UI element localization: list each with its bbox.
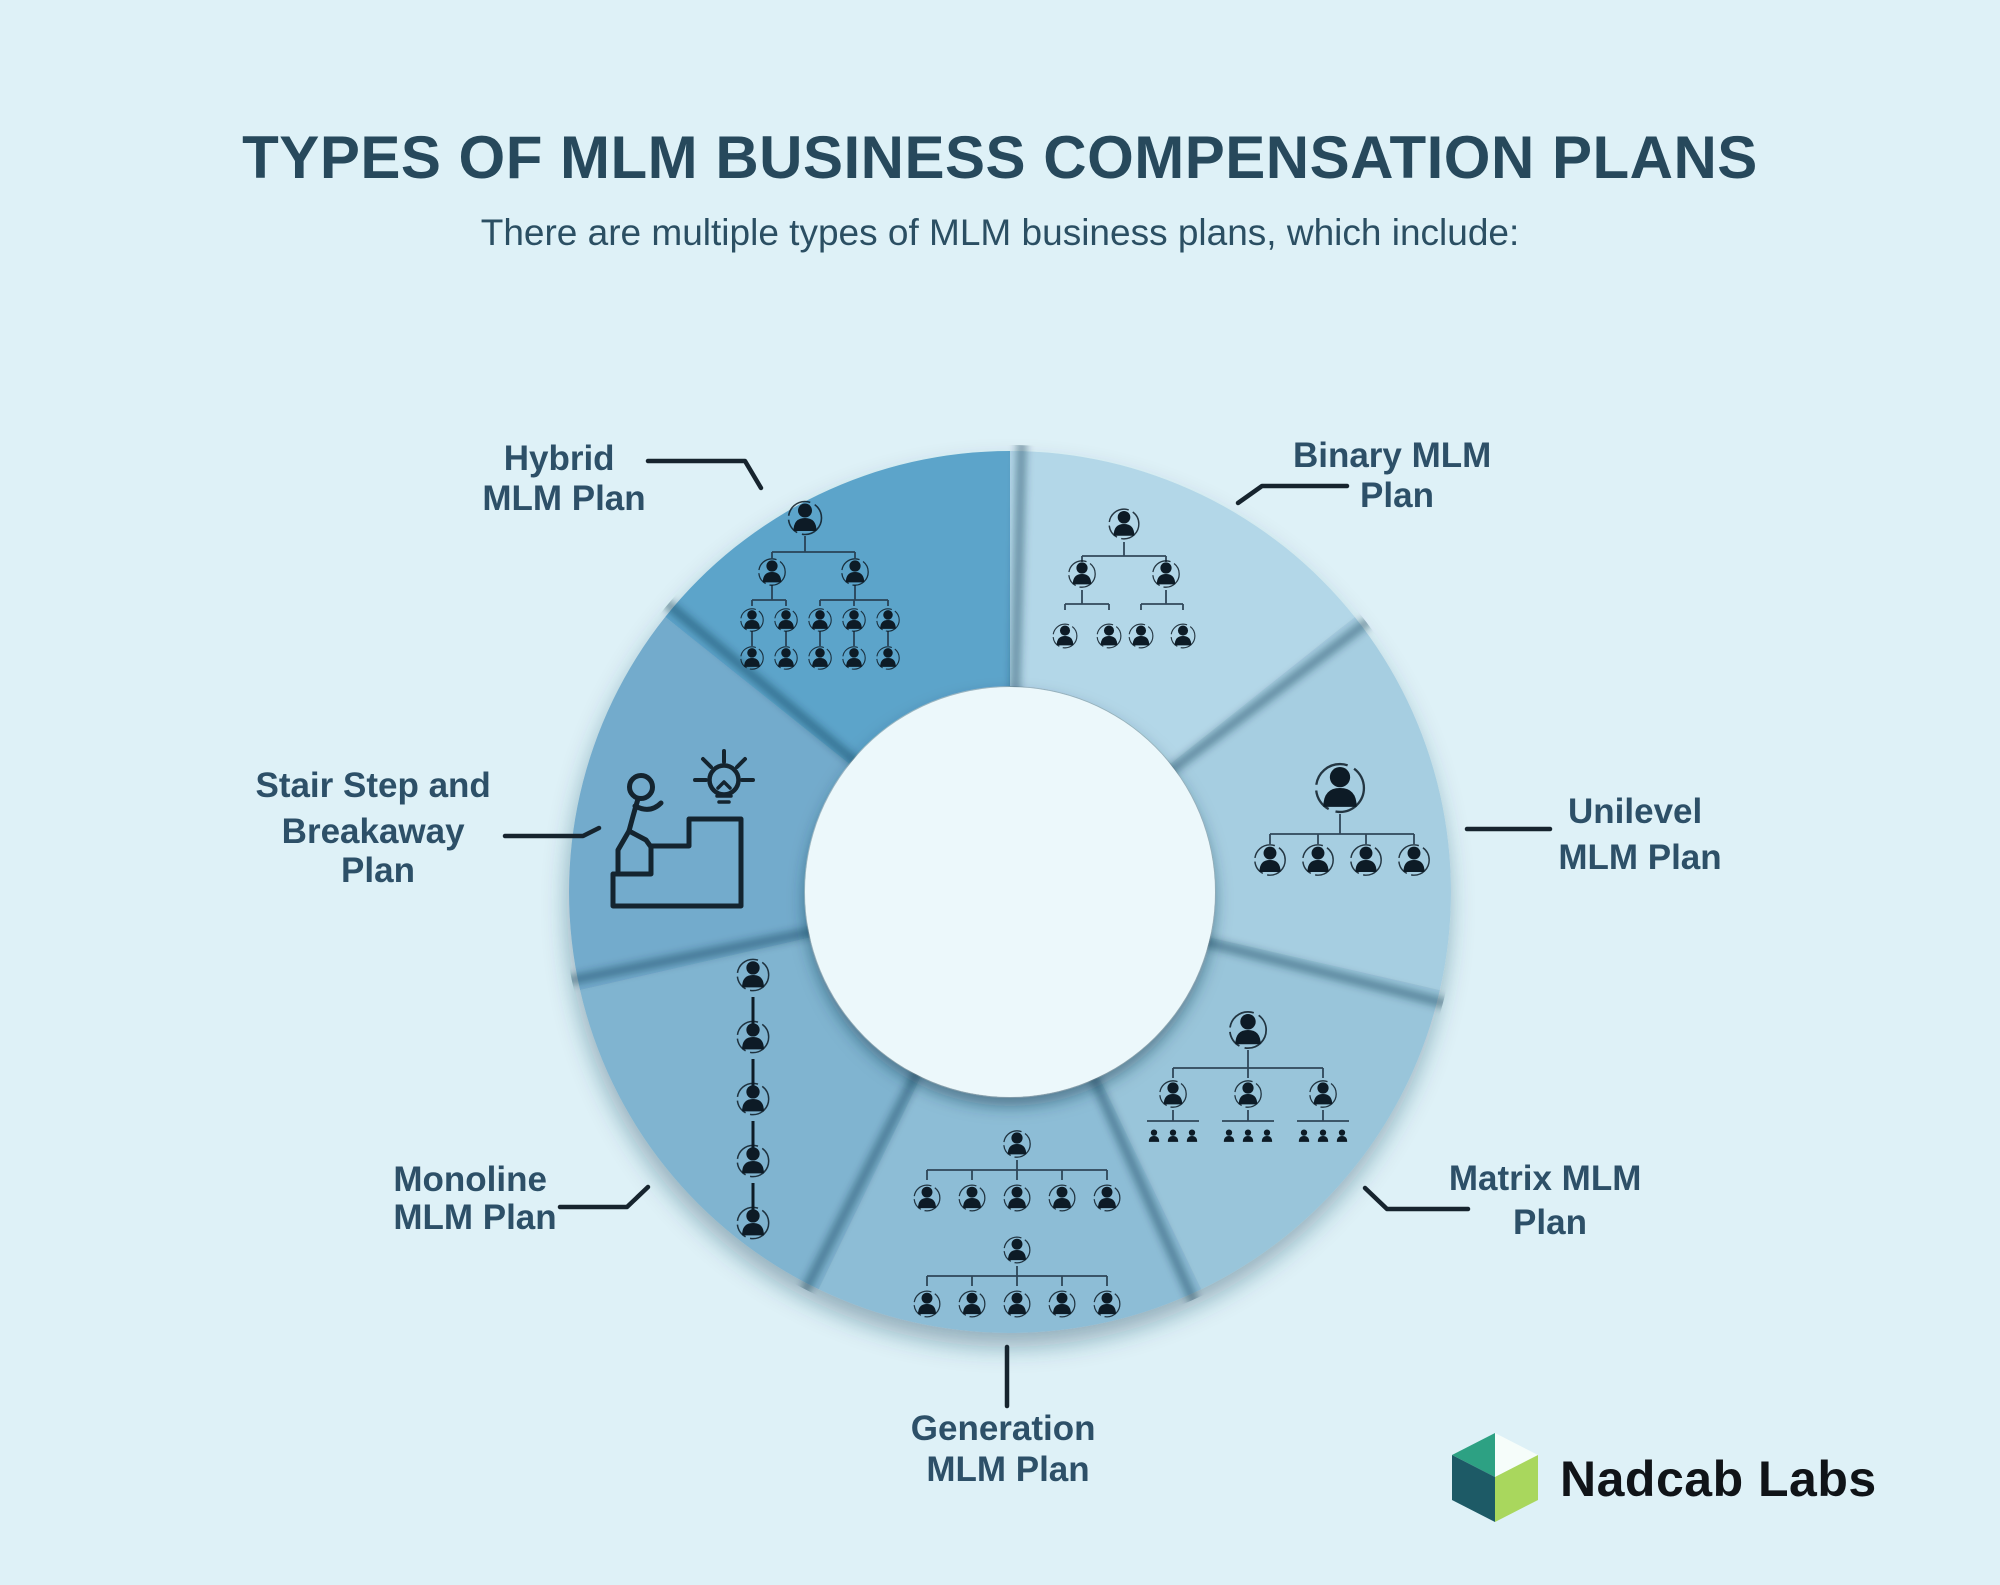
connector-binary [1235, 483, 1350, 506]
stairs-icon [610, 816, 744, 909]
nadcab-logo-icon [1452, 1433, 1538, 1522]
matrix-tree-icon [1147, 1012, 1349, 1142]
segment-unilevel-mlm [1171, 617, 1451, 991]
label-stairstep: Stair Step and Breakaway Plan [255, 766, 500, 890]
connector-monoline [557, 1184, 651, 1210]
connector-hybrid [645, 458, 764, 491]
label-monoline: Monoline MLM Plan [393, 1160, 556, 1237]
segment-matrix-mlm [1099, 937, 1440, 1290]
segment-monoline-mlm [580, 937, 921, 1290]
donut-inner-circle [805, 687, 1215, 1097]
segment-hybrid-mlm [665, 451, 1010, 764]
label-unilevel: Unilevel MLM Plan [1558, 792, 1721, 877]
monoline-chain-icon [737, 959, 768, 1238]
label-hybrid: Hybrid MLM Plan [482, 439, 645, 518]
hybrid-tree-icon [741, 502, 899, 670]
climbing-person-icon [615, 773, 664, 874]
label-generation: Generation MLM Plan [911, 1409, 1106, 1489]
brand-name: Nadcab Labs [1560, 1451, 1877, 1507]
stairs-person-bulb-icon [610, 749, 755, 909]
lightbulb-icon [693, 749, 755, 804]
connector-matrix [1362, 1185, 1471, 1212]
label-binary: Binary MLM Plan [1293, 436, 1501, 515]
segment-divider-shadows [563, 445, 1453, 1310]
brand-footer: Nadcab Labs [1452, 1433, 1877, 1522]
page-subtitle: There are multiple types of MLM business… [481, 212, 1520, 253]
page-title: TYPES OF MLM BUSINESS COMPENSATION PLANS [242, 124, 1758, 191]
binary-tree-icon [1053, 509, 1195, 648]
unilevel-tree-icon [1255, 764, 1429, 875]
label-matrix: Matrix MLM Plan [1449, 1159, 1651, 1242]
generation-tree-icon [914, 1131, 1120, 1317]
segment-stairstep [569, 617, 849, 991]
connector-stairstep [502, 825, 602, 839]
